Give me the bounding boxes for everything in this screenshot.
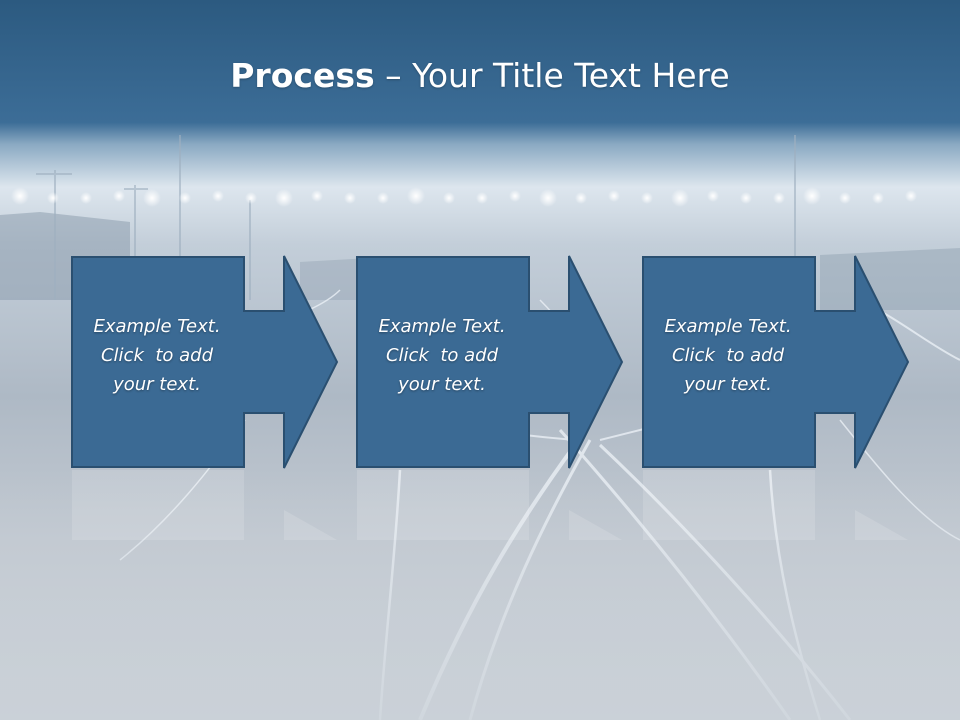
step-text-line: your text. <box>684 373 772 395</box>
title-bold-part: Process <box>230 56 375 95</box>
light-glow <box>905 190 917 202</box>
step-text-line: Example Text. <box>664 315 792 337</box>
title-bar: Process – Your Title Text Here <box>0 0 960 150</box>
light-glow <box>509 190 521 202</box>
light-glow <box>476 192 488 204</box>
step-3-reflection <box>643 470 908 540</box>
light-glow <box>344 192 356 204</box>
step-2-reflection <box>357 470 622 540</box>
light-glow <box>11 187 29 205</box>
light-glow <box>740 192 752 204</box>
step-text-line: Click to add <box>100 344 213 366</box>
light-glow <box>311 190 323 202</box>
step-text[interactable]: Example Text. Click to add your text. <box>646 310 810 400</box>
light-glow <box>179 192 191 204</box>
process-step-1[interactable]: Example Text. Click to add your text. <box>71 255 347 469</box>
light-glow <box>143 189 161 207</box>
arrow-callout-shape <box>71 255 339 469</box>
light-glow <box>47 192 59 204</box>
light-glow <box>839 192 851 204</box>
step-text-line: your text. <box>398 373 486 395</box>
light-glow <box>803 187 821 205</box>
step-1-reflection <box>72 470 337 540</box>
process-step-2[interactable]: Example Text. Click to add your text. <box>356 255 632 469</box>
light-glow <box>641 192 653 204</box>
arrow-callout-shape <box>356 255 624 469</box>
light-glow <box>80 192 92 204</box>
step-text[interactable]: Example Text. Click to add your text. <box>75 310 239 400</box>
step-text-line: Click to add <box>385 344 498 366</box>
step-text-line: Click to add <box>671 344 784 366</box>
process-step-3[interactable]: Example Text. Click to add your text. <box>642 255 918 469</box>
light-glow <box>608 190 620 202</box>
light-glow <box>113 190 125 202</box>
step-text-line: Example Text. <box>93 315 221 337</box>
light-glow <box>539 189 557 207</box>
light-glow <box>245 192 257 204</box>
light-glow <box>773 192 785 204</box>
title-rest-part: – Your Title Text Here <box>374 56 730 95</box>
arrow-callout-shape <box>642 255 910 469</box>
step-text-line: Example Text. <box>378 315 506 337</box>
step-text-line: your text. <box>113 373 201 395</box>
light-glow <box>377 192 389 204</box>
light-glow <box>443 192 455 204</box>
light-glow <box>671 189 689 207</box>
light-glow <box>407 187 425 205</box>
light-glow <box>707 190 719 202</box>
light-glow <box>275 189 293 207</box>
light-glow <box>575 192 587 204</box>
light-glow <box>212 190 224 202</box>
slide-title[interactable]: Process – Your Title Text Here <box>230 54 729 98</box>
light-glow <box>872 192 884 204</box>
step-text[interactable]: Example Text. Click to add your text. <box>360 310 524 400</box>
